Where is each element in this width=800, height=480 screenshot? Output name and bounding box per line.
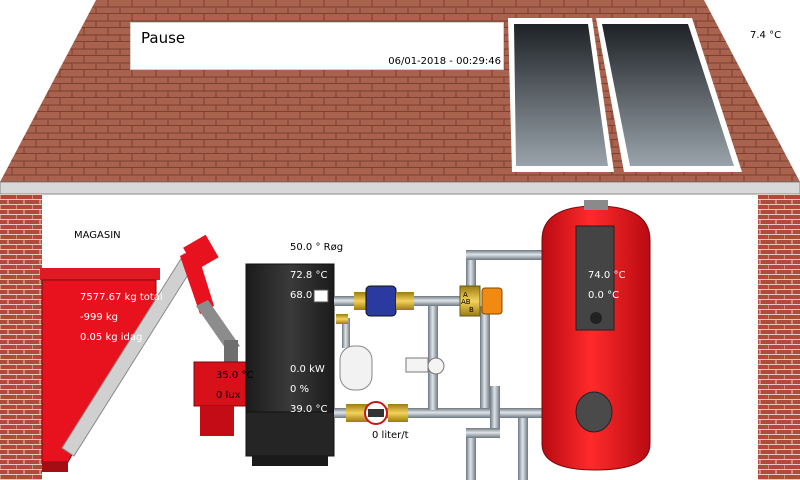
solar-panels	[508, 18, 742, 172]
burner-temperature: 35.0 °C	[216, 370, 254, 381]
boiler-flow-temperature: 68.0 °C	[290, 290, 328, 301]
tank-top-temperature: 74.0 °C	[588, 270, 626, 281]
magazine-title: MAGASIN	[74, 230, 121, 241]
pellet-auger	[61, 234, 240, 457]
right-wall	[758, 194, 800, 480]
status-timestamp: 06/01-2018 - 00:29:46	[388, 56, 501, 67]
thermostat-valve-icon	[405, 357, 445, 375]
svg-text:AB: AB	[461, 298, 471, 306]
left-wall	[0, 194, 42, 480]
magazine-total: 7577.67 kg total	[80, 292, 163, 303]
svg-text:B: B	[469, 306, 474, 314]
smoke-temperature: 50.0 ° Røg	[290, 242, 344, 253]
svg-text:A: A	[463, 291, 468, 299]
flow-meter-icon	[346, 401, 408, 425]
gutter	[0, 181, 800, 195]
boiler-modulation: 0 %	[290, 384, 310, 395]
pellet-burner	[193, 361, 247, 436]
boiler	[245, 263, 335, 466]
outdoor-temperature: 7.4 °C	[750, 30, 782, 41]
burner-light: 0 lux	[216, 390, 241, 401]
magazine-today: 0.05 kg idag	[80, 332, 143, 343]
three-way-valve-icon: A AB B	[459, 285, 503, 317]
boiler-top-temperature: 72.8 °C	[290, 270, 328, 281]
status-text: Pause	[141, 29, 186, 47]
boiler-power: 0.0 kW	[290, 364, 325, 375]
circulation-pump-icon	[354, 285, 414, 317]
status-panel: Pause 06/01-2018 - 00:29:46	[130, 22, 504, 70]
magazine-level: -999 kg	[80, 312, 119, 323]
boiler-return-temperature: 39.0 °C	[290, 404, 328, 415]
expansion-vessel-icon	[336, 314, 373, 391]
boiler-indicator-icon	[313, 289, 329, 303]
storage-tank	[541, 200, 651, 471]
tank-coil-temperature: 0.0 °C	[588, 290, 620, 301]
pellet-magazine	[40, 268, 160, 472]
flow-meter-value: 0 liter/t	[372, 430, 409, 441]
